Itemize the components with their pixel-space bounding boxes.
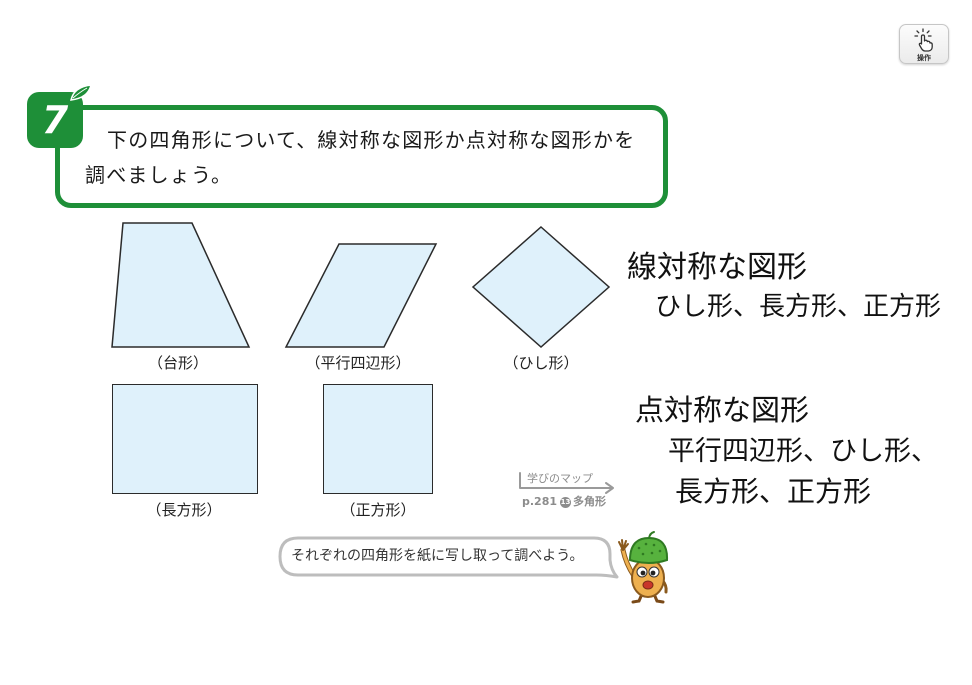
trapezoid-shape bbox=[111, 222, 251, 348]
map-reference-unit: 多角形 bbox=[573, 495, 607, 508]
parallelogram-label: （平行四辺形） bbox=[305, 354, 411, 372]
mascot-face bbox=[631, 558, 665, 598]
rhombus-label: （ひし形） bbox=[503, 354, 579, 372]
trapezoid-label: （台形） bbox=[147, 354, 208, 372]
problem-text-line-1: 下の四角形について、線対称な図形か点対称な図形かを bbox=[107, 128, 636, 152]
unit-number-badge: 13 bbox=[560, 497, 572, 508]
handwritten-line-symmetric-items: ひし形、長方形、正方形 bbox=[655, 292, 942, 322]
map-reference-title[interactable]: 学びのマップ bbox=[527, 472, 593, 485]
mascot-mouth bbox=[642, 580, 654, 590]
mascot-cap bbox=[628, 531, 669, 564]
square-label: （正方形） bbox=[340, 501, 416, 519]
handwritten-point-symmetric-items-2: 長方形、正方形 bbox=[675, 475, 872, 508]
rectangle-shape bbox=[112, 384, 258, 494]
operation-label: 操作 bbox=[917, 54, 931, 62]
handwritten-line-symmetric-heading: 線対称な図形 bbox=[627, 250, 807, 285]
problem-text-line-2: 調べましょう。 bbox=[85, 163, 233, 187]
problem-box bbox=[55, 105, 668, 208]
mascot-eyes bbox=[636, 566, 660, 578]
speech-bubble-text: それぞれの四角形を紙に写し取って調べよう。 bbox=[291, 548, 584, 564]
map-reference-page: p.281 bbox=[522, 495, 558, 508]
problem-number: 7 bbox=[41, 98, 69, 142]
arrow-right-icon bbox=[519, 472, 614, 494]
speech-bubble bbox=[278, 536, 619, 579]
handwritten-point-symmetric-heading: 点対称な図形 bbox=[635, 393, 810, 427]
mascot-legs bbox=[631, 592, 665, 604]
rectangle-label: （長方形） bbox=[146, 501, 222, 519]
square-shape bbox=[323, 384, 433, 494]
operation-button[interactable]: 操作 bbox=[899, 24, 949, 64]
parallelogram-shape bbox=[284, 243, 438, 348]
tap-hand-icon bbox=[914, 28, 933, 52]
mascot-character bbox=[618, 531, 669, 604]
handwritten-point-symmetric-items-1: 平行四辺形、ひし形、 bbox=[668, 436, 938, 467]
rhombus-shape bbox=[471, 225, 611, 349]
problem-number-badge: 7 bbox=[27, 92, 83, 148]
leaf-icon bbox=[70, 84, 92, 101]
